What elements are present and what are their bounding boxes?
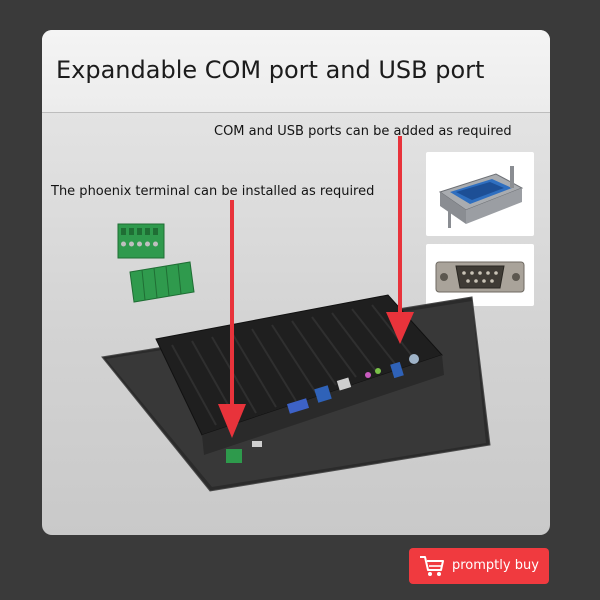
page-title: Expandable COM port and USB port bbox=[56, 56, 485, 84]
usb-port-icon bbox=[438, 166, 524, 228]
phoenix-terminal-image bbox=[117, 223, 195, 303]
panel-pc-image bbox=[101, 294, 491, 492]
lan-port bbox=[336, 377, 352, 391]
db9-connector-icon bbox=[435, 261, 525, 293]
cart-icon bbox=[420, 556, 444, 576]
buy-button[interactable]: promptly buy bbox=[409, 548, 549, 584]
com-port-photo bbox=[426, 244, 534, 306]
buy-button-label: promptly buy bbox=[452, 558, 539, 573]
arrow-down-icon bbox=[386, 136, 414, 344]
usb-ports bbox=[314, 385, 332, 403]
usb-port-photo bbox=[426, 152, 534, 236]
vga-port bbox=[286, 398, 310, 414]
phoenix-label: The phoenix terminal can be installed as… bbox=[51, 184, 375, 199]
arrow-down-icon bbox=[218, 200, 246, 438]
product-card: Expandable COM port and USB port COM and… bbox=[42, 30, 550, 535]
card-header: Expandable COM port and USB port bbox=[42, 30, 550, 113]
green-terminal bbox=[226, 449, 242, 463]
com-usb-label: COM and USB ports can be added as requir… bbox=[214, 124, 512, 139]
